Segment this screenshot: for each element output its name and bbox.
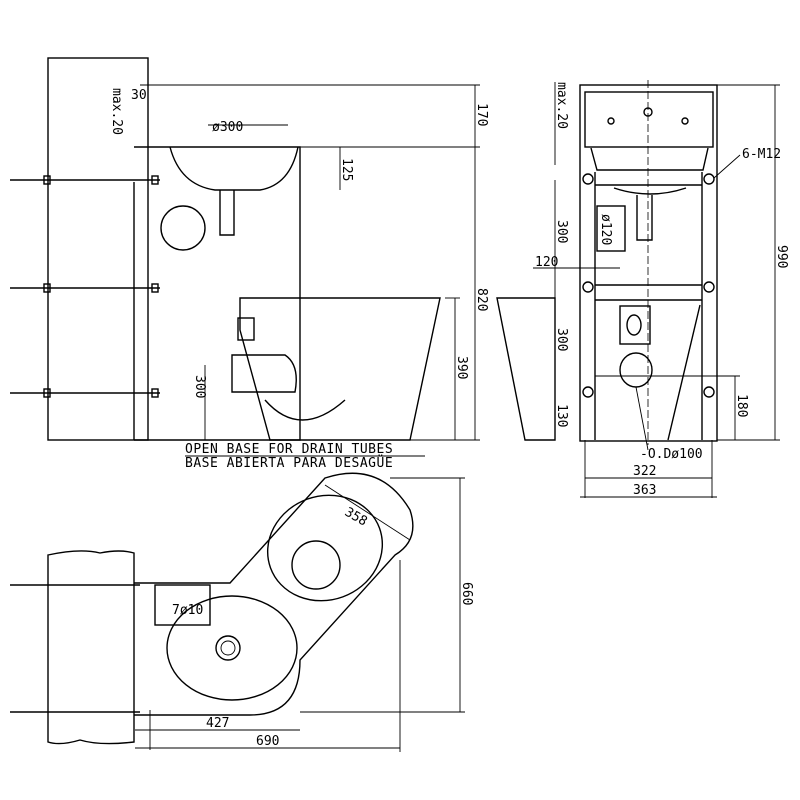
bolts: [582, 173, 715, 398]
side-bowl-height: 390: [454, 356, 469, 379]
side-total-height: 820: [474, 288, 489, 311]
unit-body: [134, 146, 301, 441]
side-top-height: 170: [474, 103, 489, 126]
toilet-bowl: [239, 297, 441, 441]
access-offset: 120: [535, 255, 558, 270]
wall-bolts: [10, 175, 160, 398]
outlet: [619, 352, 653, 388]
side-max-offset: max.20: [109, 88, 124, 135]
total-width: 690: [256, 734, 279, 749]
basin-top: [166, 595, 298, 701]
access-diameter: ø120: [598, 214, 613, 245]
front-total-height: 990: [774, 245, 789, 268]
inner-width: 322: [633, 464, 656, 479]
plan-view: 358 7ø10 660 427 690: [10, 472, 474, 752]
side-basin-depth: 125: [339, 158, 354, 181]
note-spanish: BASE ABIERTA PARA DESAGÜE: [185, 454, 393, 471]
side-wall-gap: 30: [131, 88, 147, 103]
plan-wall: [47, 550, 135, 745]
front-lower-spacing: 300: [554, 328, 569, 351]
outer-width: 363: [633, 483, 656, 498]
side-view: max.20 30 ø300 170 125 820 390 300 OPEN …: [10, 57, 489, 471]
unit-outline: [134, 472, 414, 716]
basin-drain: [219, 190, 235, 236]
basin-width: 427: [206, 716, 229, 731]
bolt-spec: 6-M12: [742, 147, 781, 162]
front-upper-spacing: 300: [554, 220, 569, 243]
outlet-diameter: -O.Dø100: [640, 447, 703, 462]
wall: [47, 57, 149, 441]
plan-depth: 660: [459, 582, 474, 605]
front-panel: [579, 84, 718, 442]
toilet-bowl-top: [266, 494, 384, 602]
note-english: OPEN BASE FOR DRAIN TUBES: [185, 442, 393, 457]
outlet-height: 180: [734, 394, 749, 417]
bowl-profile: [496, 297, 556, 441]
front-view: max.20 6-M12 990 300 ø120 120 300 130 18…: [496, 80, 789, 498]
front-max-offset: max.20: [554, 82, 569, 129]
drain-grate: [215, 635, 241, 661]
basin: [169, 146, 299, 191]
tap-hole: 7ø10: [172, 603, 203, 618]
access-hole: [160, 205, 206, 251]
front-bottom-offset: 130: [554, 404, 569, 427]
side-drain-height: 300: [192, 375, 207, 398]
side-basin-diameter: ø300: [212, 120, 243, 135]
drain-pipe: [231, 354, 297, 393]
